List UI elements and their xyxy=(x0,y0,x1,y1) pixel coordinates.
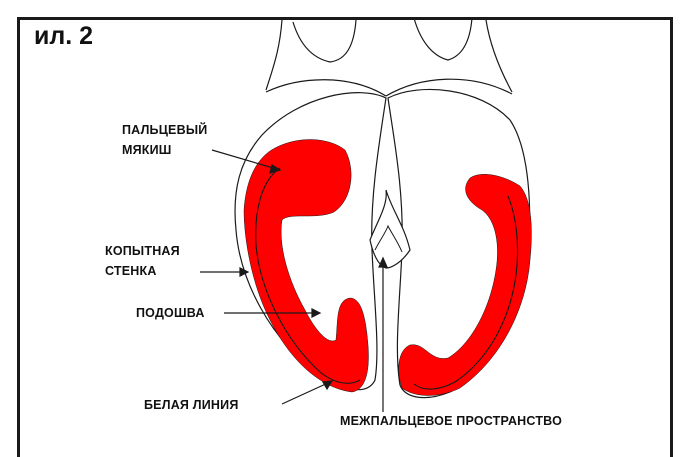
label-digital-cushion-line2: МЯКИШ xyxy=(122,140,207,160)
label-hoof-wall-line2: СТЕНКА xyxy=(105,261,180,281)
hoof-diagram xyxy=(0,0,692,433)
label-digital-cushion: ПАЛЬЦЕВЫЙ МЯКИШ xyxy=(122,120,207,160)
left-leg-outline xyxy=(293,20,356,62)
label-digital-cushion-line1: ПАЛЬЦЕВЫЙ xyxy=(122,120,207,140)
label-hoof-wall: КОПЫТНАЯ СТЕНКА xyxy=(105,241,180,281)
label-hoof-wall-line1: КОПЫТНАЯ xyxy=(105,241,180,261)
arrow-white-line xyxy=(282,382,330,404)
right-leg-outline xyxy=(414,18,472,60)
label-white-line: БЕЛАЯ ЛИНИЯ xyxy=(144,395,239,415)
label-interdigital-space: МЕЖПАЛЬЦЕВОЕ ПРОСТРАНСТВО xyxy=(340,411,562,431)
label-sole: ПОДОШВА xyxy=(136,303,205,323)
